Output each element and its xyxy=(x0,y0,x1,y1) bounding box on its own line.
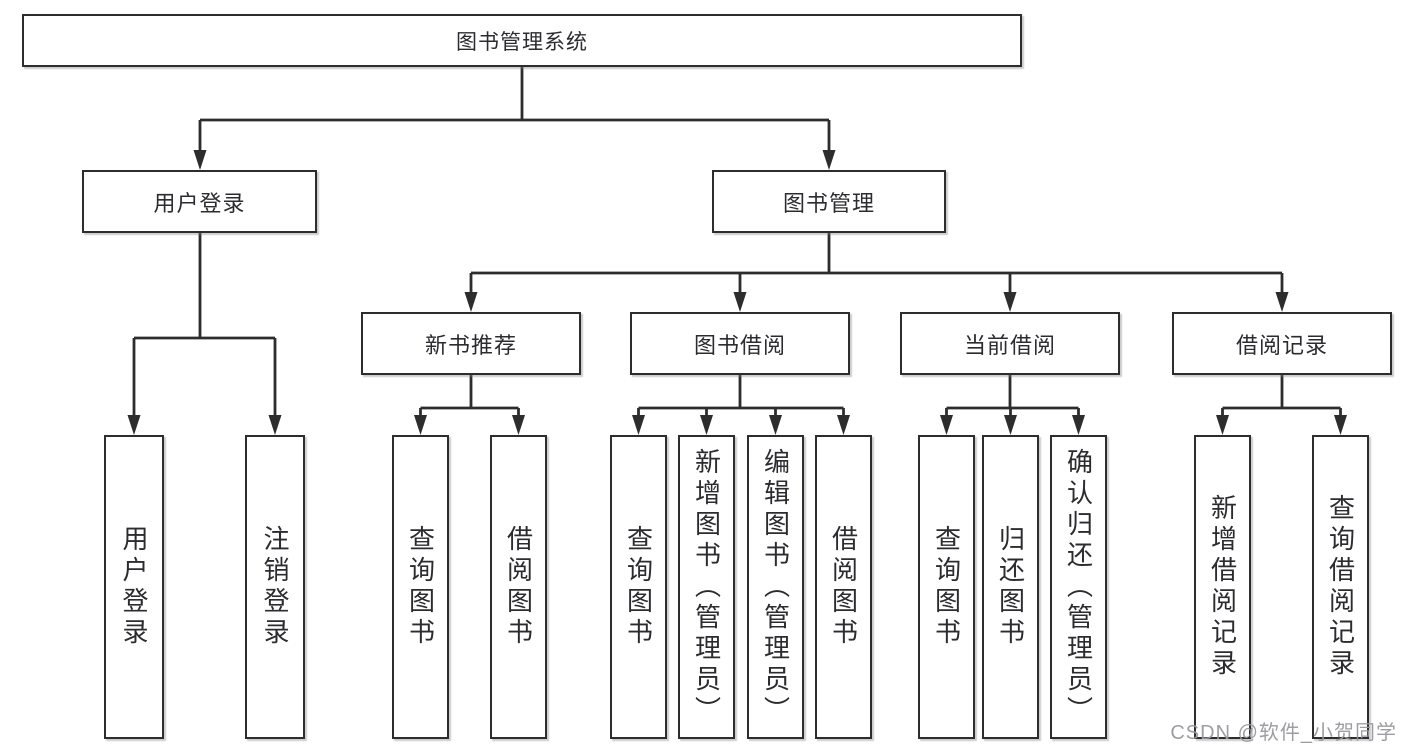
node-user-login-label: 用户登录 xyxy=(153,190,246,216)
leaf-borrow-books-recommend: 借阅图书 xyxy=(490,435,547,739)
leaf-add-book-admin-label: 新增图书（管理员） xyxy=(691,447,722,727)
leaf-query-books-current: 查询图书 xyxy=(918,435,975,739)
node-book-borrowing: 图书借阅 xyxy=(630,312,850,375)
leaf-add-book-admin: 新增图书（管理员） xyxy=(678,435,735,739)
leaf-edit-book-admin: 编辑图书（管理员） xyxy=(747,435,804,739)
leaf-user-login: 用户登录 xyxy=(104,435,164,739)
node-book-management-label: 图书管理 xyxy=(782,190,875,216)
leaf-borrow-books-borrowing: 借阅图书 xyxy=(815,435,872,739)
csdn-watermark: CSDN @软件_小贺同学 xyxy=(1170,722,1397,744)
leaf-query-borrow-record: 查询借阅记录 xyxy=(1312,435,1369,739)
node-current-borrowing: 当前借阅 xyxy=(900,312,1120,375)
leaf-query-books-borrowing-label: 查询图书 xyxy=(623,525,654,649)
leaf-return-books-label: 归还图书 xyxy=(995,525,1026,649)
leaf-add-borrow-record-label: 新增借阅记录 xyxy=(1207,494,1238,680)
leaf-logout: 注销登录 xyxy=(245,435,305,739)
node-root: 图书管理系统 xyxy=(22,14,1022,67)
leaf-confirm-return-admin-label: 确认归还（管理员） xyxy=(1063,447,1094,727)
leaf-user-login-label: 用户登录 xyxy=(119,525,149,649)
node-borrowing-records: 借阅记录 xyxy=(1172,312,1392,375)
leaf-logout-label: 注销登录 xyxy=(260,525,290,649)
leaf-query-books-recommend: 查询图书 xyxy=(392,435,449,739)
arrowheads xyxy=(127,150,1347,435)
leaf-borrow-books-recommend-label: 借阅图书 xyxy=(503,525,534,649)
node-current-borrowing-label: 当前借阅 xyxy=(963,332,1056,358)
node-root-label: 图书管理系统 xyxy=(456,30,588,54)
leaf-query-books-current-label: 查询图书 xyxy=(931,525,962,649)
node-new-book-recommend: 新书推荐 xyxy=(361,312,581,375)
node-user-login: 用户登录 xyxy=(82,170,317,233)
leaf-borrow-books-borrowing-label: 借阅图书 xyxy=(828,525,859,649)
node-book-borrowing-label: 图书借阅 xyxy=(693,332,786,358)
leaf-query-borrow-record-label: 查询借阅记录 xyxy=(1325,494,1356,680)
node-new-book-recommend-label: 新书推荐 xyxy=(424,332,517,358)
leaf-return-books: 归还图书 xyxy=(982,435,1039,739)
leaf-add-borrow-record: 新增借阅记录 xyxy=(1194,435,1251,739)
leaf-edit-book-admin-label: 编辑图书（管理员） xyxy=(760,447,791,727)
leaf-confirm-return-admin: 确认归还（管理员） xyxy=(1050,435,1107,739)
leaf-query-books-recommend-label: 查询图书 xyxy=(405,525,436,649)
node-book-management: 图书管理 xyxy=(712,170,946,233)
node-borrowing-records-label: 借阅记录 xyxy=(1235,332,1328,358)
leaf-query-books-borrowing: 查询图书 xyxy=(610,435,667,739)
